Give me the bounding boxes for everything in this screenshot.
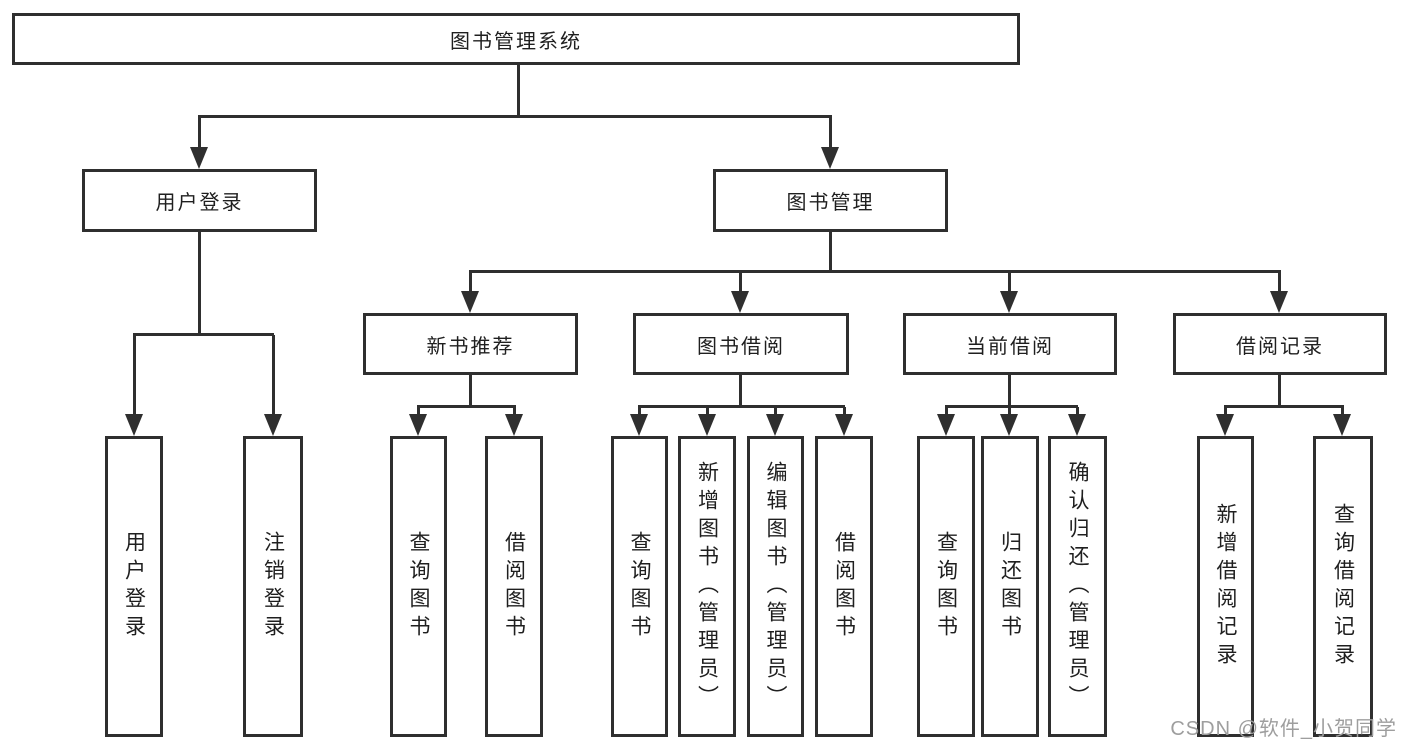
arrow-down-icon — [835, 414, 853, 436]
arrow-down-icon — [1333, 414, 1351, 436]
connector-stem — [739, 272, 742, 295]
connector-newbook-stub — [469, 375, 472, 408]
node-borrow-record: 借阅记录 — [1173, 313, 1387, 375]
connector-stem — [843, 407, 846, 419]
arrow-down-icon — [937, 414, 955, 436]
arrow-down-icon — [409, 414, 427, 436]
csdn-watermark: CSDN @软件_小贺同学 — [1170, 718, 1397, 740]
leaf-confirm-return-admin: 确认归还（管理员） — [1048, 436, 1107, 737]
arrow-down-icon — [731, 291, 749, 313]
leaf-query-borrow-record-label: 查询借阅记录 — [1331, 502, 1355, 671]
connector-stem — [469, 272, 472, 295]
node-current-borrow: 当前借阅 — [903, 313, 1117, 375]
leaf-borrow-book-borrow: 借阅图书 — [815, 436, 873, 737]
leaf-logout-label: 注销登录 — [261, 530, 285, 643]
leaf-query-book-newbook-label: 查询图书 — [407, 530, 430, 643]
arrow-down-icon — [1000, 414, 1018, 436]
leaf-logout: 注销登录 — [243, 436, 303, 737]
connector-stem — [1008, 407, 1011, 419]
node-borrow-record-label: 借阅记录 — [1236, 335, 1324, 358]
arrow-down-icon — [125, 414, 143, 436]
connector-borrowrecord-split — [1224, 405, 1344, 408]
connector-userlogin-stub — [198, 232, 201, 336]
connector-stem — [774, 407, 777, 419]
node-book-borrow-label: 图书借阅 — [697, 335, 785, 358]
node-root: 图书管理系统 — [12, 13, 1020, 65]
leaf-add-borrow-record-label: 新增借阅记录 — [1214, 502, 1237, 671]
connector-stem — [198, 117, 201, 162]
leaf-return-book: 归还图书 — [981, 436, 1039, 737]
connector-bookmgmt-stub — [829, 232, 832, 273]
connector-stem — [945, 407, 948, 419]
arrow-down-icon — [264, 414, 282, 436]
connector-root-split — [198, 115, 832, 118]
arrow-down-icon — [1068, 414, 1086, 436]
leaf-borrow-book-newbook-label: 借阅图书 — [502, 530, 526, 643]
node-user-login-label: 用户登录 — [155, 192, 244, 214]
connector-root-stub — [517, 65, 520, 118]
node-book-mgmt: 图书管理 — [713, 169, 948, 232]
leaf-query-book-current: 查询图书 — [917, 436, 975, 737]
leaf-add-book-admin: 新增图书（管理员） — [678, 436, 736, 737]
node-new-book: 新书推荐 — [363, 313, 578, 375]
leaf-query-borrow-record: 查询借阅记录 — [1313, 436, 1373, 737]
leaf-query-book-borrow: 查询图书 — [611, 436, 668, 737]
leaf-edit-book-admin-label: 编辑图书（管理员） — [764, 460, 787, 713]
leaf-borrow-book-newbook: 借阅图书 — [485, 436, 543, 737]
connector-stem — [638, 407, 641, 419]
leaf-user-login-label: 用户登录 — [122, 530, 146, 643]
leaf-add-book-admin-label: 新增图书（管理员） — [695, 460, 719, 713]
connector-stem — [1224, 407, 1227, 419]
arrow-down-icon — [698, 414, 716, 436]
arrow-down-icon — [505, 414, 523, 436]
connector-stem — [272, 335, 275, 416]
node-root-label: 图书管理系统 — [450, 30, 582, 53]
arrow-down-icon — [1216, 414, 1234, 436]
node-current-borrow-label: 当前借阅 — [966, 335, 1054, 358]
arrow-down-icon — [821, 147, 839, 169]
arrow-down-icon — [461, 291, 479, 313]
connector-newbook-split — [417, 405, 516, 408]
connector-stem — [1008, 272, 1011, 295]
connector-stem — [706, 407, 709, 419]
connector-bookborrow-split — [638, 405, 845, 408]
connector-stem — [1076, 407, 1079, 419]
connector-borrowrecord-stub — [1278, 375, 1281, 408]
leaf-borrow-book-borrow-label: 借阅图书 — [832, 530, 856, 643]
leaf-query-book-current-label: 查询图书 — [934, 530, 958, 643]
node-user-login: 用户登录 — [82, 169, 317, 232]
arrow-down-icon — [190, 147, 208, 169]
arrow-down-icon — [630, 414, 648, 436]
leaf-query-book-newbook: 查询图书 — [390, 436, 447, 737]
connector-stem — [1341, 407, 1344, 419]
leaf-return-book-label: 归还图书 — [998, 530, 1022, 643]
connector-bookmgmt-split — [469, 270, 1281, 273]
arrow-down-icon — [766, 414, 784, 436]
node-book-mgmt-label: 图书管理 — [786, 192, 875, 214]
node-book-borrow: 图书借阅 — [633, 313, 849, 375]
connector-stem — [1278, 272, 1281, 295]
connector-bookborrow-stub — [739, 375, 742, 408]
leaf-user-login: 用户登录 — [105, 436, 163, 737]
leaf-confirm-return-admin-label: 确认归还（管理员） — [1066, 460, 1089, 713]
leaf-query-book-borrow-label: 查询图书 — [628, 530, 651, 643]
connector-stem — [829, 117, 832, 162]
node-new-book-label: 新书推荐 — [426, 335, 515, 358]
connector-stem — [417, 407, 420, 419]
arrow-down-icon — [1270, 291, 1288, 313]
connector-userlogin-split — [133, 333, 274, 336]
connector-currentborrow-split — [945, 405, 1078, 408]
connector-stem — [513, 407, 516, 419]
leaf-edit-book-admin: 编辑图书（管理员） — [747, 436, 804, 737]
connector-stem — [133, 335, 136, 416]
arrow-down-icon — [1000, 291, 1018, 313]
connector-currentborrow-stub — [1008, 375, 1011, 408]
leaf-add-borrow-record: 新增借阅记录 — [1197, 436, 1254, 737]
